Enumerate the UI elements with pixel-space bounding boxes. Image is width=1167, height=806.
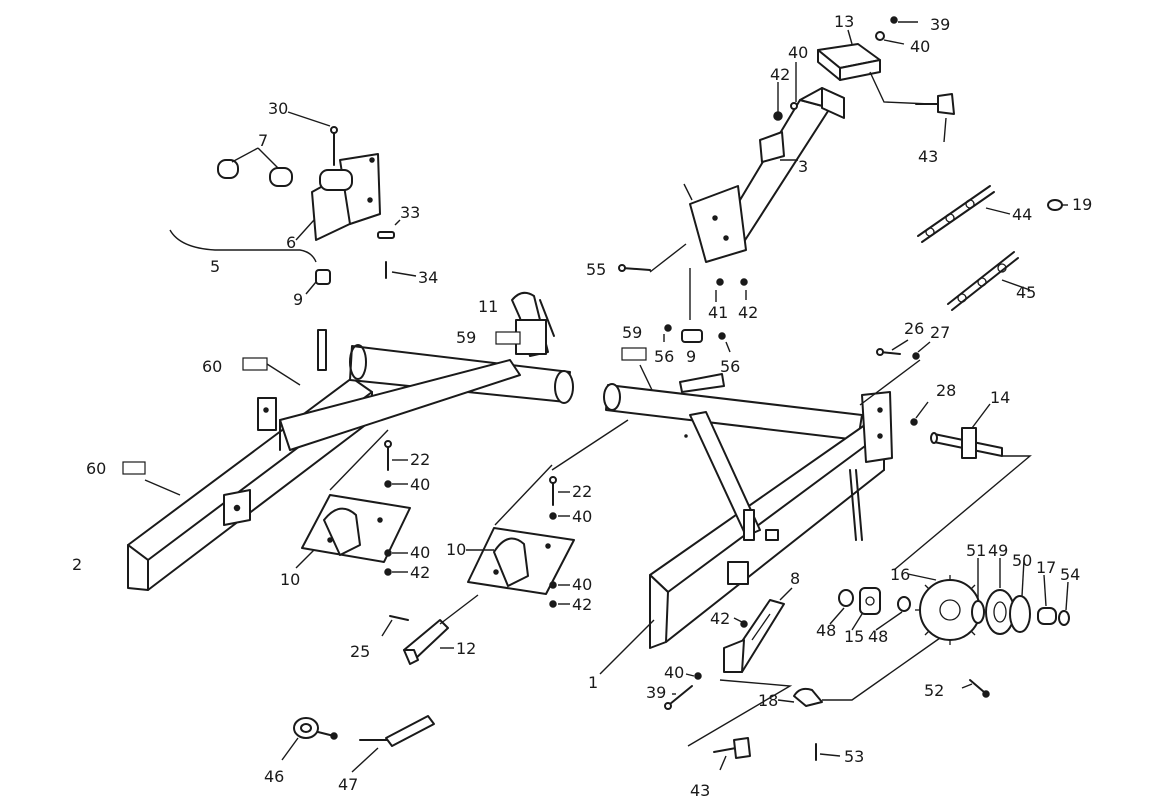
clamp-part-10-right	[466, 464, 575, 608]
latch-part-12	[381, 594, 479, 665]
leader-tube-clamp	[551, 419, 629, 471]
label-1: 1	[588, 673, 598, 692]
label-55: 55	[586, 260, 606, 279]
left-frame-part-2	[127, 329, 574, 591]
tag-59-right	[621, 347, 653, 391]
label-41: 41	[708, 303, 728, 322]
pins-41-42	[689, 268, 748, 320]
bearing-assembly-part-5	[169, 111, 417, 295]
bracket-part-8	[664, 587, 793, 747]
label-48-right: 48	[868, 627, 888, 646]
label-14: 14	[990, 388, 1010, 407]
label-40-lower: 40	[664, 663, 684, 682]
bushing-9-washers-56	[663, 324, 731, 353]
label-52: 52	[924, 681, 944, 700]
label-59-left: 59	[456, 328, 476, 347]
label-25: 25	[350, 642, 370, 661]
label-22-left: 22	[410, 450, 430, 469]
tag-59-left	[495, 331, 521, 345]
label-19: 19	[1072, 195, 1092, 214]
right-frame-part-1	[599, 373, 893, 675]
label-17: 17	[1036, 558, 1056, 577]
label-34: 34	[418, 268, 438, 287]
label-40-left-b: 40	[410, 543, 430, 562]
label-2: 2	[72, 555, 82, 574]
label-40-top-left: 40	[788, 43, 808, 62]
label-53: 53	[844, 747, 864, 766]
bolt-26-washer-27	[859, 339, 931, 406]
drive-assembly	[829, 558, 1070, 698]
part-number-labels: 30 7 33 6 5 34 9 11 59 60 60 2 22 40 40 …	[72, 12, 1092, 800]
label-7: 7	[258, 131, 268, 150]
label-40-left-a: 40	[410, 475, 430, 494]
label-54: 54	[1060, 565, 1080, 584]
label-50: 50	[1012, 551, 1032, 570]
label-15: 15	[844, 627, 864, 646]
label-42-lower: 42	[710, 609, 730, 628]
label-42-left: 42	[410, 563, 430, 582]
label-56-left: 56	[654, 347, 674, 366]
label-8: 8	[790, 569, 800, 588]
label-42-top: 42	[770, 65, 790, 84]
label-16: 16	[890, 565, 910, 584]
label-26: 26	[904, 319, 924, 338]
sprocket-part-16	[915, 575, 985, 645]
clip-part-18-pin-53	[777, 637, 941, 761]
label-47: 47	[338, 775, 358, 794]
label-60-upper: 60	[202, 357, 222, 376]
label-11: 11	[478, 297, 498, 316]
label-46: 46	[264, 767, 284, 786]
bracket-part-13	[773, 16, 931, 121]
label-43-bottom: 43	[690, 781, 710, 800]
label-3: 3	[798, 157, 808, 176]
label-43-top: 43	[918, 147, 938, 166]
bracket-part-11	[511, 291, 555, 357]
label-42-right: 42	[572, 595, 592, 614]
label-45: 45	[1016, 283, 1036, 302]
label-51: 51	[966, 541, 986, 560]
label-5: 5	[210, 257, 220, 276]
knob-part-43-lower	[713, 737, 751, 771]
label-6: 6	[286, 233, 296, 252]
label-33: 33	[400, 203, 420, 222]
label-49: 49	[988, 541, 1008, 560]
label-48-left: 48	[816, 621, 836, 640]
clamp-part-10-left	[295, 429, 411, 576]
label-13: 13	[834, 12, 854, 31]
label-27: 27	[930, 323, 950, 342]
label-10-right: 10	[446, 540, 466, 559]
shaft-part-14	[893, 403, 1032, 571]
label-22-right: 22	[572, 482, 592, 501]
label-9-left: 9	[293, 290, 303, 309]
label-60-lower: 60	[86, 459, 106, 478]
label-42-mid: 42	[738, 303, 758, 322]
label-10-left: 10	[280, 570, 300, 589]
label-28: 28	[936, 381, 956, 400]
label-30: 30	[268, 99, 288, 118]
chain-part-45	[947, 251, 1031, 311]
arm-part-3	[618, 87, 845, 273]
label-59-right: 59	[622, 323, 642, 342]
chain-part-44	[917, 185, 1011, 243]
label-44: 44	[1012, 205, 1032, 224]
washer-part-28	[910, 401, 929, 426]
label-39-lower: 39	[646, 683, 666, 702]
hitch-parts-46-47	[281, 715, 435, 773]
label-18: 18	[758, 691, 778, 710]
label-12: 12	[456, 639, 476, 658]
label-40-right-b: 40	[572, 575, 592, 594]
knob-part-43-upper	[915, 93, 955, 143]
tag-60-upper	[242, 357, 301, 386]
label-9-right: 9	[686, 347, 696, 366]
label-40-top-right: 40	[910, 37, 930, 56]
link-part-19	[1047, 199, 1068, 211]
label-40-right-a: 40	[572, 507, 592, 526]
label-39-top: 39	[930, 15, 950, 34]
speck	[684, 434, 688, 438]
label-56-right: 56	[720, 357, 740, 376]
tag-60-lower	[122, 461, 181, 496]
